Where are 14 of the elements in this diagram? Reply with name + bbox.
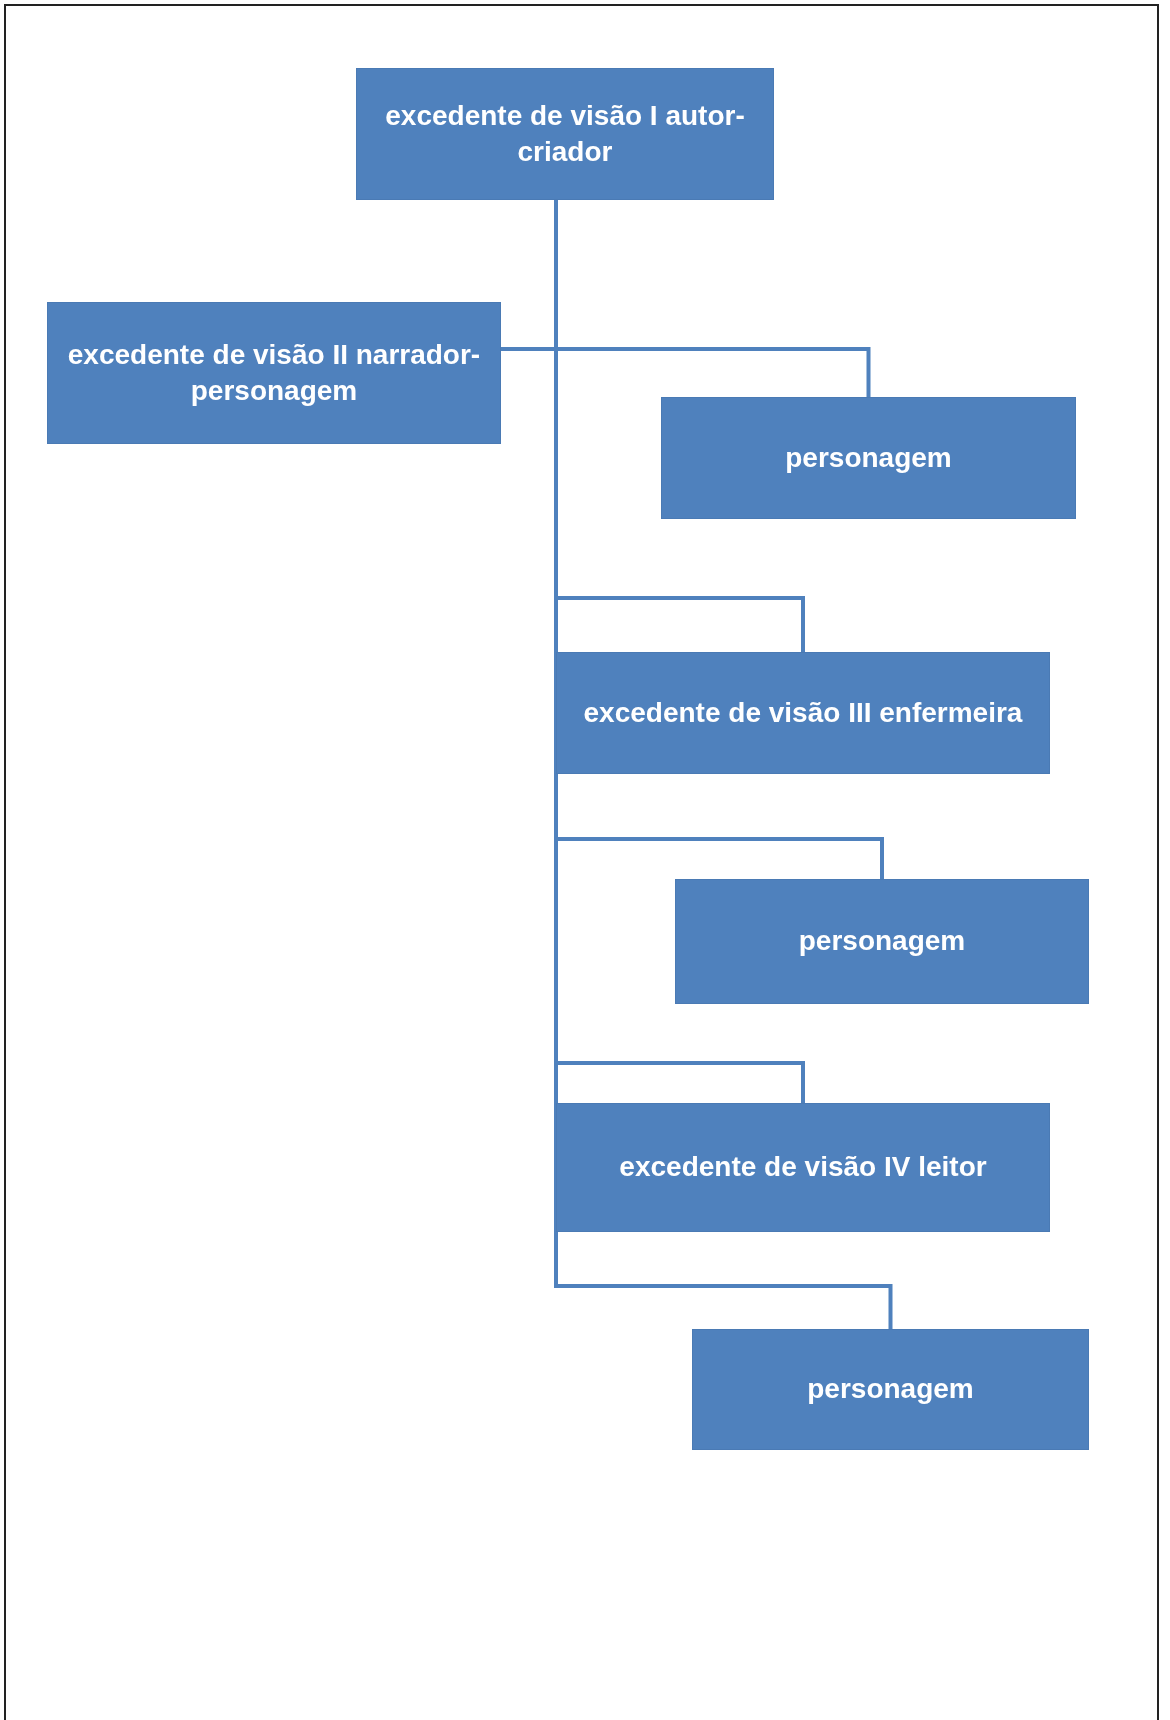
org-box: [356, 68, 774, 200]
box-label: personagem: [807, 1372, 974, 1407]
box-label: personagem: [798, 924, 966, 959]
org-box: [556, 1103, 1050, 1232]
org-box: [692, 1329, 1089, 1450]
org-box: [47, 302, 501, 444]
box-label: excedente de visão II narrador-personagem: [66, 337, 482, 408]
box-label: excedente de visão III enfermeira: [583, 695, 1023, 730]
box-label: excedente de visão I autor-criador: [384, 98, 746, 169]
box-label: personagem: [785, 440, 952, 475]
org-box: [556, 652, 1050, 774]
org-box: [675, 879, 1089, 1004]
org-box: [661, 397, 1076, 519]
box-label: excedente de visão IV leitor: [619, 1150, 987, 1185]
